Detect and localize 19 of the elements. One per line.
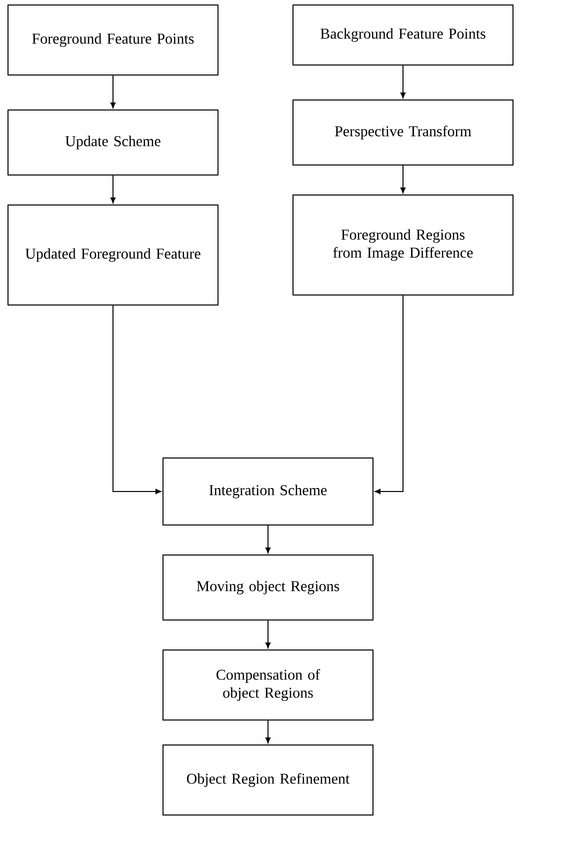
process-box: Update Scheme (8, 110, 218, 176)
process-box: Foreground Feature Points (8, 4, 218, 76)
process-box: Object Region Refinement (162, 744, 374, 816)
arrow (110, 175, 116, 204)
arrow (265, 620, 271, 648)
arrow (265, 525, 271, 554)
arrow (112, 305, 162, 494)
process-box: Background Feature Points (292, 4, 514, 66)
process-box: Compensation of object Regions (162, 650, 374, 720)
process-box: Updated Foreground Feature (8, 204, 218, 306)
arrow (400, 65, 406, 98)
arrow (265, 720, 271, 744)
arrow (110, 75, 116, 108)
arrow (374, 295, 404, 494)
process-box: Perspective Transform (292, 100, 514, 166)
process-box: Moving object Regions (162, 554, 374, 620)
arrow (400, 165, 406, 194)
process-box: Integration Scheme (162, 458, 374, 526)
process-box: Foreground Regions from Image Difference (292, 194, 514, 296)
